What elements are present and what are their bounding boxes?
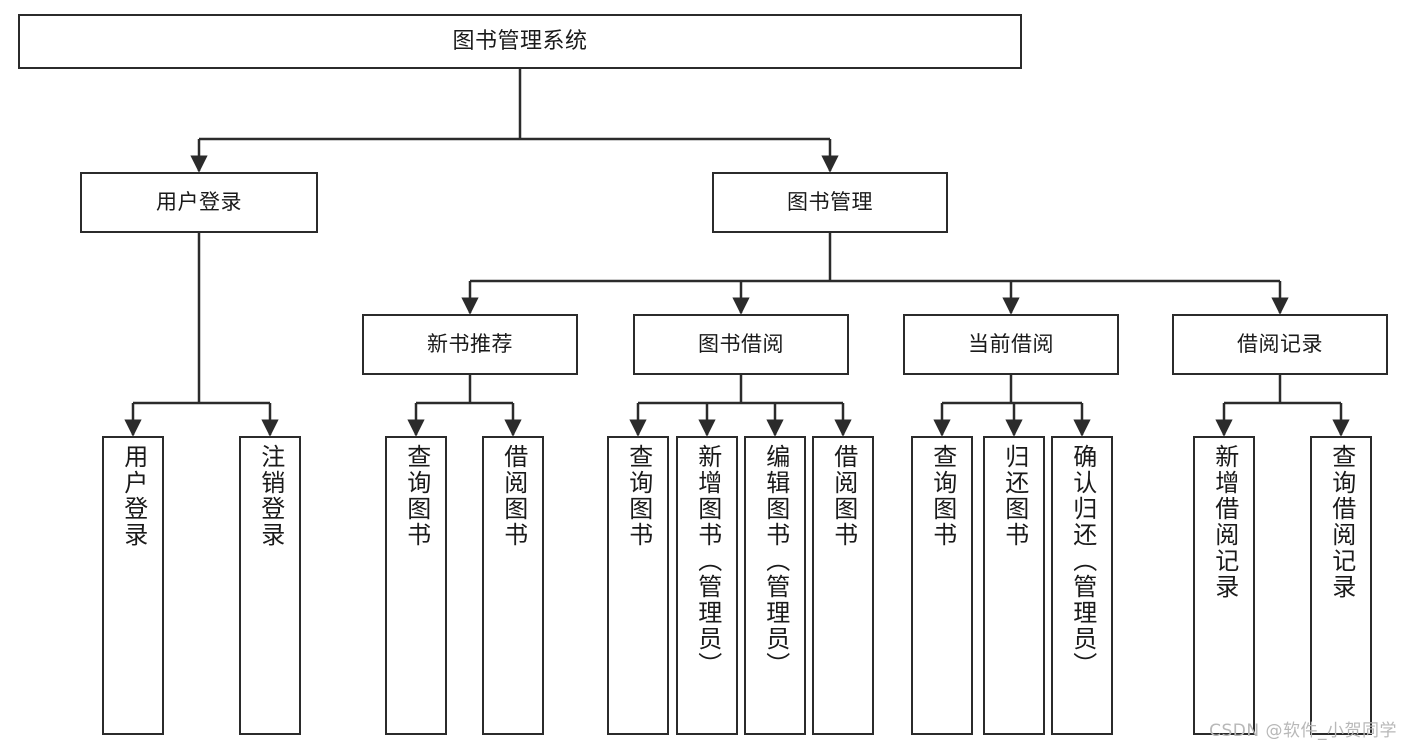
leaf-user-login[interactable]: 用户登录 (102, 436, 164, 735)
leaf-query-book-1[interactable]: 查询图书 (385, 436, 447, 735)
node-current-borrow[interactable]: 当前借阅 (903, 314, 1119, 375)
node-new-book-recommend-label: 新书推荐 (427, 332, 513, 357)
leaf-add-borrow-record[interactable]: 新增借阅记录 (1193, 436, 1255, 735)
leaf-add-borrow-record-label: 新增借阅记录 (1210, 444, 1239, 600)
leaf-user-logout-label: 注销登录 (256, 444, 285, 548)
leaf-user-logout[interactable]: 注销登录 (239, 436, 301, 735)
leaf-query-book-3-label: 查询图书 (928, 444, 957, 548)
leaf-query-book-3[interactable]: 查询图书 (911, 436, 973, 735)
leaf-borrow-book-1[interactable]: 借阅图书 (482, 436, 544, 735)
node-user-login-label: 用户登录 (156, 190, 242, 215)
node-root[interactable]: 图书管理系统 (18, 14, 1022, 69)
leaf-edit-book[interactable]: 编辑图书（管理员） (744, 436, 806, 735)
leaf-query-book-1-label: 查询图书 (402, 444, 431, 548)
leaf-borrow-book-1-label: 借阅图书 (499, 444, 528, 548)
leaf-query-book-2-label: 查询图书 (624, 444, 653, 548)
node-new-book-recommend[interactable]: 新书推荐 (362, 314, 578, 375)
node-borrow-record-label: 借阅记录 (1237, 332, 1323, 357)
leaf-return-book[interactable]: 归还图书 (983, 436, 1045, 735)
leaf-query-borrow-record-label: 查询借阅记录 (1327, 444, 1356, 600)
csdn-watermark: CSDN @软件_小贺同学 (1209, 721, 1397, 741)
node-borrow-record[interactable]: 借阅记录 (1172, 314, 1388, 375)
node-book-borrow[interactable]: 图书借阅 (633, 314, 849, 375)
node-book-manage-label: 图书管理 (787, 190, 873, 215)
node-current-borrow-label: 当前借阅 (968, 332, 1054, 357)
leaf-borrow-book-2[interactable]: 借阅图书 (812, 436, 874, 735)
leaf-add-book-label: 新增图书（管理员） (693, 444, 722, 678)
leaf-query-book-2[interactable]: 查询图书 (607, 436, 669, 735)
leaf-return-book-label: 归还图书 (1000, 444, 1029, 548)
leaf-confirm-return-label: 确认归还（管理员） (1068, 444, 1097, 678)
leaf-query-borrow-record[interactable]: 查询借阅记录 (1310, 436, 1372, 735)
leaf-confirm-return[interactable]: 确认归还（管理员） (1051, 436, 1113, 735)
node-root-label: 图书管理系统 (452, 28, 588, 54)
leaf-edit-book-label: 编辑图书（管理员） (761, 444, 790, 678)
leaf-user-login-label: 用户登录 (119, 444, 148, 548)
node-user-login[interactable]: 用户登录 (80, 172, 318, 233)
leaf-add-book[interactable]: 新增图书（管理员） (676, 436, 738, 735)
leaf-borrow-book-2-label: 借阅图书 (829, 444, 858, 548)
node-book-manage[interactable]: 图书管理 (712, 172, 948, 233)
node-book-borrow-label: 图书借阅 (698, 332, 784, 357)
